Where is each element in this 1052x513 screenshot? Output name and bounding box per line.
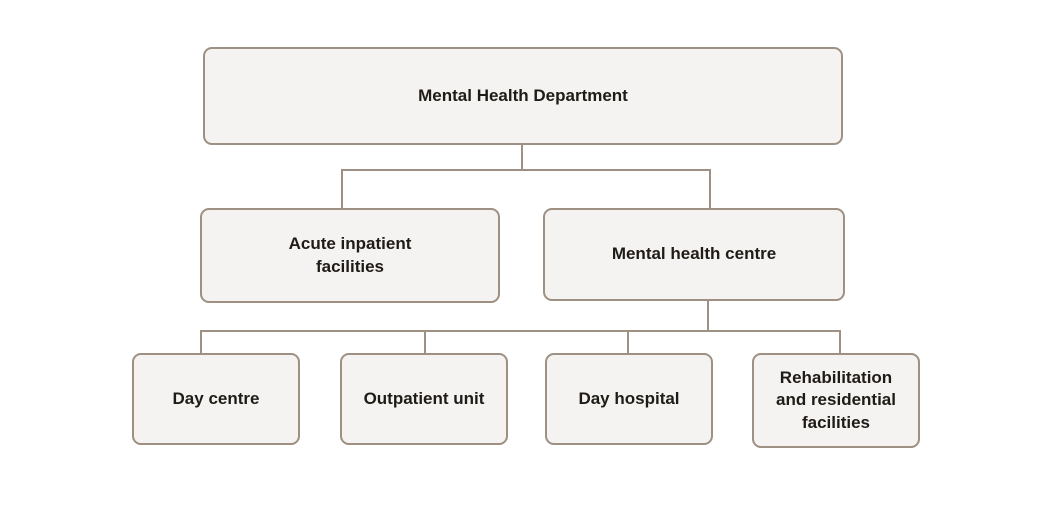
org-node-label: Day hospital [578,388,680,408]
connector-root-riser [521,145,523,171]
org-node-label: Acute inpatient facilities [288,234,412,276]
org-node-day-hospital: Day hospital [545,353,713,445]
connector-drop-rehab [839,330,841,354]
connector-drop-acute [341,169,343,209]
connector-level2-rail [341,169,711,171]
connector-drop-outpatient [424,330,426,354]
org-node-label: Mental health centre [611,244,777,264]
org-node-label: Day centre [172,388,260,408]
org-node-label: Outpatient unit [363,388,485,408]
org-node-day-centre: Day centre [132,353,300,445]
org-node-label: Rehabilitation and residential facilitie… [776,368,896,432]
org-node-mental-health-centre: Mental health centre [543,208,845,301]
connector-mhc-riser [707,300,709,332]
org-node-mental-health-department: Mental Health Department [203,47,843,145]
connector-drop-day-centre [200,330,202,354]
org-node-label: Mental Health Department [418,85,628,105]
org-node-acute-inpatient-facilities: Acute inpatient facilities [200,208,500,303]
org-node-outpatient-unit: Outpatient unit [340,353,508,445]
org-node-rehabilitation-and-residential-facilities: Rehabilitation and residential facilitie… [752,353,920,448]
connector-drop-mhc [709,169,711,209]
connector-drop-day-hospital [627,330,629,354]
connector-level3-rail [200,330,841,332]
